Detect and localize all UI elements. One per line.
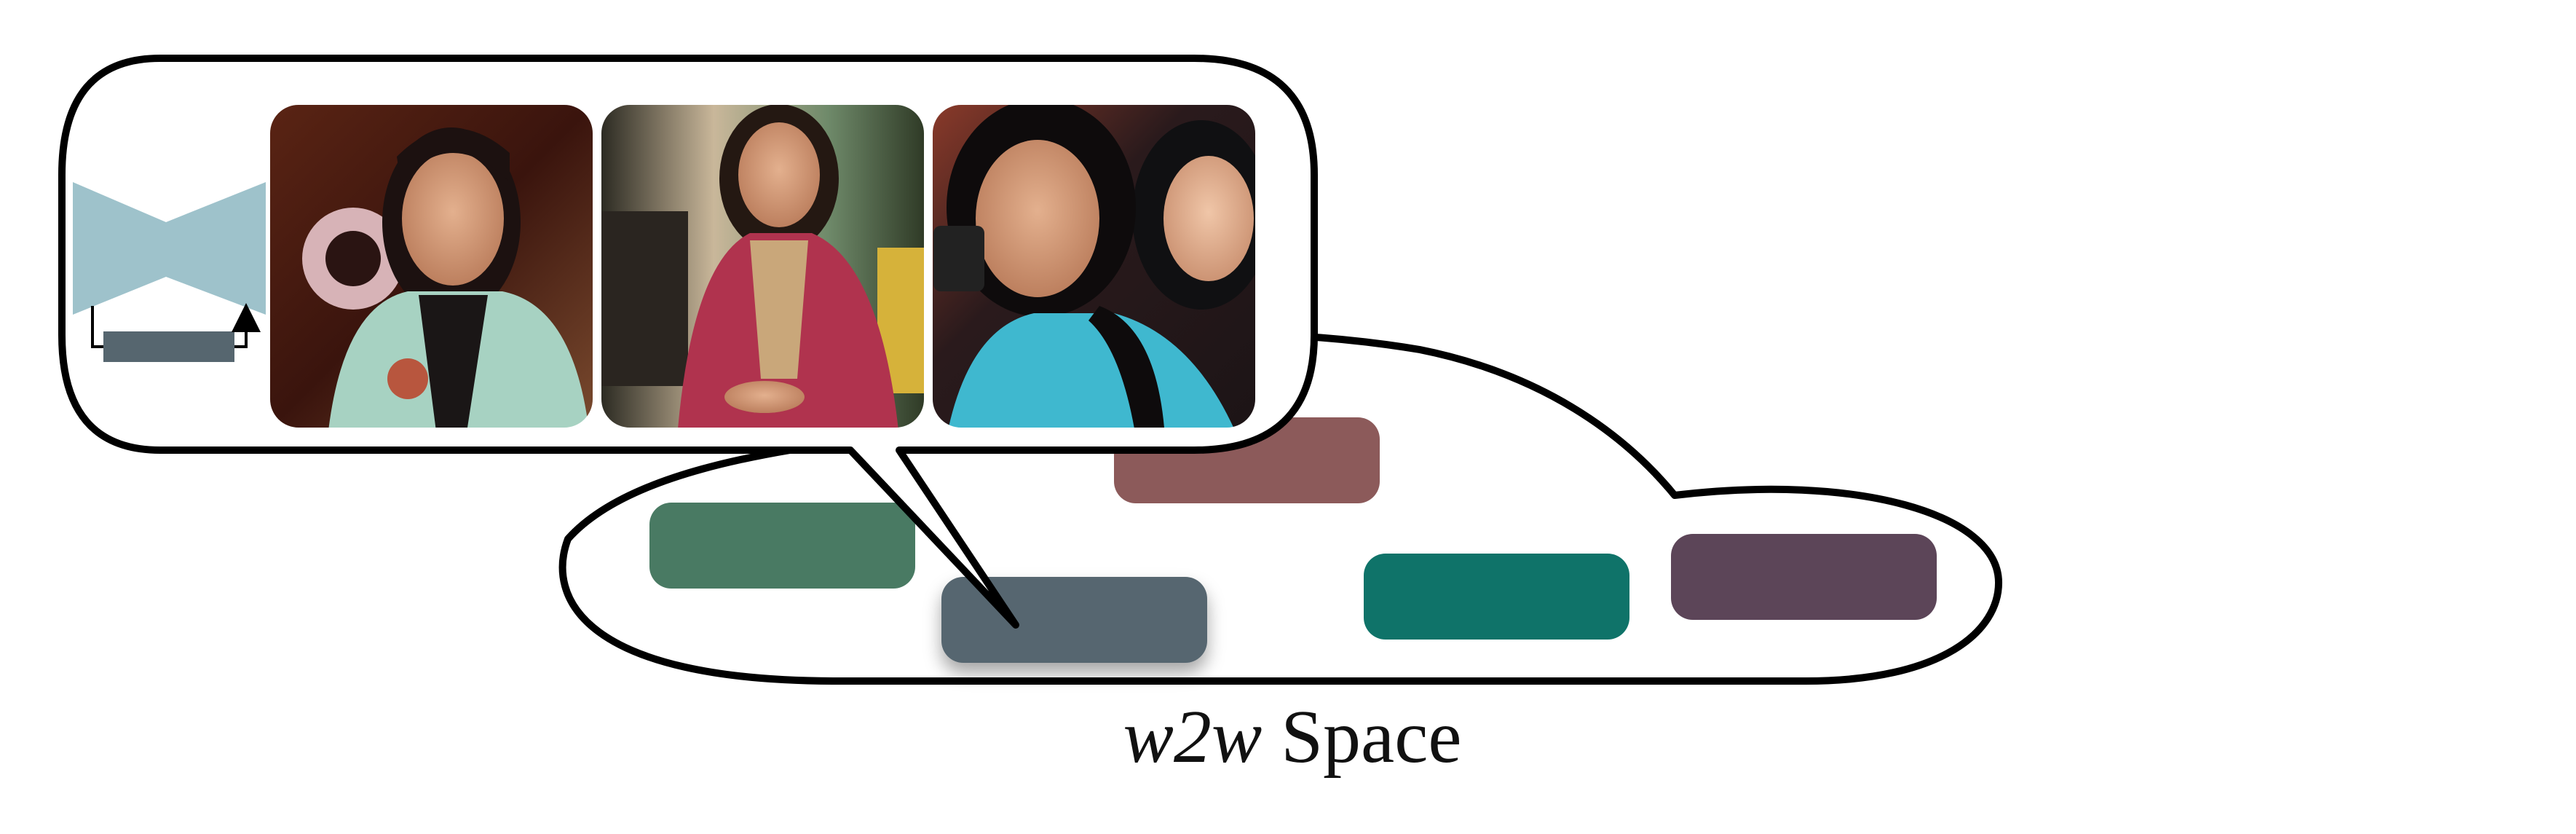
caption-italic-term: w2w: [1123, 695, 1263, 779]
weight-chip-selected: [941, 577, 1207, 663]
weight-vector-bar: [103, 331, 234, 362]
weight-chip-teal: [1364, 554, 1629, 640]
weight-chip-green: [649, 503, 915, 589]
w2w-space-caption: w2w Space: [947, 695, 1638, 779]
generator-bowtie-icon: [73, 182, 266, 362]
sample-image-2: [601, 104, 925, 428]
feedback-arrow-icon: [91, 303, 261, 348]
weight-chip-plum: [1671, 534, 1937, 620]
caption-regular-term: Space: [1262, 695, 1462, 779]
sample-image-3: [932, 104, 1256, 428]
sample-image-1: [269, 104, 593, 428]
